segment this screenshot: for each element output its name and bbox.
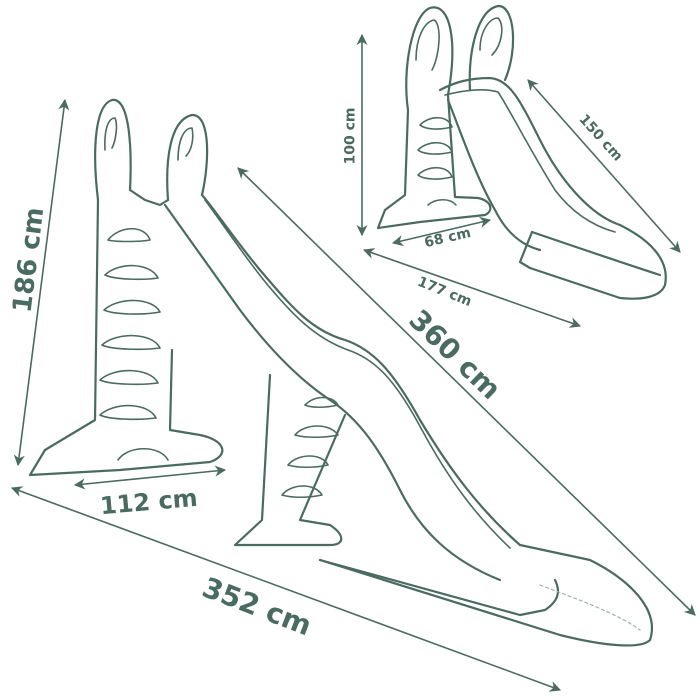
large-slide-illustration	[28, 98, 653, 647]
small-height-label: 100 cm	[342, 107, 359, 165]
dimension-lines	[10, 33, 696, 692]
